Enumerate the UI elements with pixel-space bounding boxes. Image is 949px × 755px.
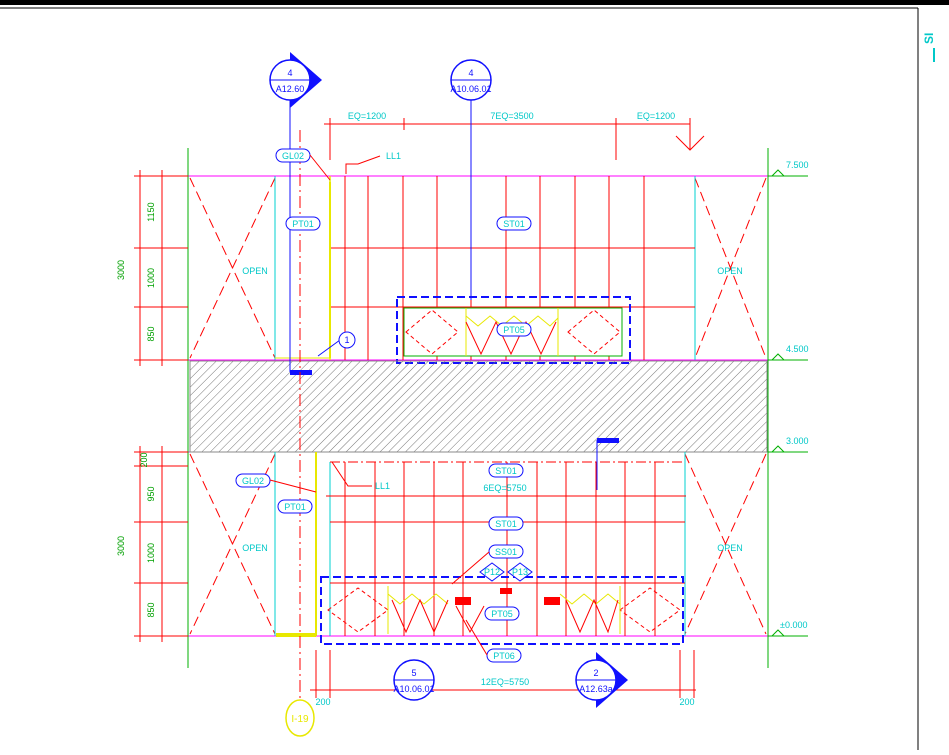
svg-text:PT01: PT01 xyxy=(284,502,306,512)
dim-left-upper-1: 1150 xyxy=(146,202,156,221)
section-marker-top-mid[interactable]: 4 A10.06.01 xyxy=(450,59,492,101)
dim-left-lower-2: 1000 xyxy=(146,543,156,563)
dim-left-lower-3: 850 xyxy=(146,602,156,617)
level-l3: 3.000 xyxy=(786,436,809,446)
open-label-ll: OPEN xyxy=(242,543,268,553)
ll1-leader-top xyxy=(345,155,381,174)
detail-callout-num: 1 xyxy=(344,335,349,345)
marker-top-mid-num: 4 xyxy=(468,68,473,78)
ll1-leader-bottom xyxy=(331,461,372,487)
section-marker-bottom-left[interactable]: 5 A10.06.01 xyxy=(393,659,435,701)
left-dimension-upper xyxy=(134,170,188,366)
svg-text:GL02: GL02 xyxy=(242,476,264,486)
marker-bottom-left-ref: A10.06.01 xyxy=(393,684,434,694)
marker-bottom-left-num: 5 xyxy=(411,668,416,678)
grid-bubble[interactable]: I-19 xyxy=(285,699,315,737)
dim-left-upper-2: 1000 xyxy=(146,268,156,288)
tag-gl02-bottom[interactable]: GL02 xyxy=(235,473,317,493)
level-l1: 7.500 xyxy=(786,160,809,170)
section-marker-bottom-right[interactable]: 2 A12.63a xyxy=(575,652,628,708)
tag-gl02-top[interactable]: GL02 xyxy=(275,148,331,181)
section-cut-tick-right xyxy=(597,438,619,443)
marker-top-left-num: 4 xyxy=(287,68,292,78)
dim-left-lower-0: 200 xyxy=(139,452,149,467)
tag-pt01-bottom[interactable]: PT01 xyxy=(277,499,313,514)
marker-top-left-ref: A12.60 xyxy=(276,84,305,94)
sheet-title-glyph: SI xyxy=(922,33,936,44)
grid-bubble-label: I-19 xyxy=(291,714,309,725)
svg-text:P13: P13 xyxy=(512,567,528,577)
svg-text:ST01: ST01 xyxy=(503,219,525,229)
dim-top-mid: 7EQ=3500 xyxy=(490,111,533,121)
tag-pt05-top[interactable]: PT05 xyxy=(496,322,532,337)
tag-pt01-top[interactable]: PT01 xyxy=(285,216,321,231)
svg-text:PT01: PT01 xyxy=(292,219,314,229)
tag-pt05-bottom[interactable]: PT05 xyxy=(484,606,520,621)
section-cut-tick-left xyxy=(290,370,312,375)
level-markers xyxy=(768,169,808,637)
top-dimension-line xyxy=(324,118,705,160)
svg-text:SS01: SS01 xyxy=(495,547,517,557)
svg-text:PT05: PT05 xyxy=(491,609,513,619)
ll1-top-label: LL1 xyxy=(386,151,401,161)
svg-text:ST01: ST01 xyxy=(495,519,517,529)
svg-text:ST01: ST01 xyxy=(495,466,517,476)
dim-left-upper-3: 850 xyxy=(146,326,156,341)
svg-text:PT05: PT05 xyxy=(503,325,525,335)
section-marker-top-left[interactable]: 4 A12.60 xyxy=(269,52,322,108)
open-label-ur: OPEN xyxy=(717,266,743,276)
tag-st01-bottom-b[interactable]: ST01 xyxy=(488,516,524,531)
ll1-bottom-label: LL1 xyxy=(375,481,390,491)
tag-ss01[interactable]: SS01 xyxy=(451,544,524,585)
top-frame-bar xyxy=(0,0,949,5)
bottom-dimension-line xyxy=(310,650,696,698)
tag-p13[interactable]: P13 xyxy=(507,562,533,582)
tag-p12[interactable]: P12 xyxy=(479,562,505,582)
tag-st01-top[interactable]: ST01 xyxy=(496,216,532,231)
dim-top-right: EQ=1200 xyxy=(637,111,675,121)
marker-top-mid-ref: A10.06.01 xyxy=(450,84,491,94)
marker-bottom-right-num: 2 xyxy=(593,668,598,678)
open-label-lr: OPEN xyxy=(717,543,743,553)
tag-st01-bottom-a[interactable]: ST01 xyxy=(488,463,524,478)
lower-elevation xyxy=(189,452,767,645)
level-l4: ±0.000 xyxy=(780,620,807,630)
open-label-ul: OPEN xyxy=(242,266,268,276)
left-dimension-lower xyxy=(134,446,188,642)
dim-bottom-mid: 12EQ=5750 xyxy=(481,677,529,687)
tag-pt06[interactable]: PT06 xyxy=(465,619,522,663)
dim-left-total-lower: 3000 xyxy=(116,536,126,556)
lower-panel-outline xyxy=(320,576,684,645)
dim-top-left: EQ=1200 xyxy=(348,111,386,121)
detail-callout-1[interactable]: 1 xyxy=(317,331,356,357)
dim-left-total-upper: 3000 xyxy=(116,260,126,280)
dim-left-lower-1: 950 xyxy=(146,486,156,501)
floor-slab-hatch xyxy=(189,360,768,453)
svg-text:P12: P12 xyxy=(484,567,500,577)
marker-bottom-right-ref: A12.63a xyxy=(579,684,613,694)
dim-bottom-right: 200 xyxy=(679,697,694,707)
svg-text:GL02: GL02 xyxy=(282,151,304,161)
level-l2: 4.500 xyxy=(786,344,809,354)
svg-text:PT06: PT06 xyxy=(493,651,515,661)
dim-bottom-left: 200 xyxy=(315,697,330,707)
dim-mid-lower: 6EQ=5750 xyxy=(483,483,526,493)
